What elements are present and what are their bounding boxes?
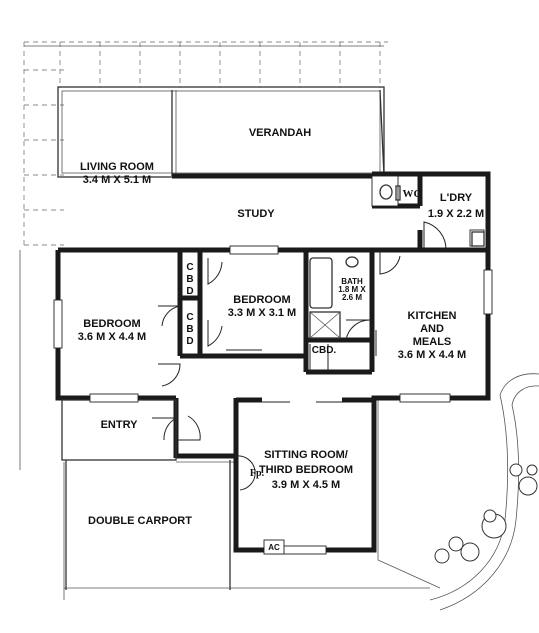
laundry-size: 1.9 X 2.2 M bbox=[428, 208, 484, 220]
cbd-2-d: D bbox=[186, 336, 193, 347]
carport-label: DOUBLE CARPORT bbox=[88, 515, 192, 527]
cbd-2-c: C bbox=[186, 312, 193, 323]
sitting-room-label-2: THIRD BEDROOM bbox=[259, 464, 353, 476]
kitchen-size: 3.6 M X 4.4 M bbox=[398, 349, 466, 361]
laundry-label: L'DRY bbox=[440, 192, 473, 204]
cbd-2-b: B bbox=[186, 324, 193, 335]
fixtures bbox=[309, 184, 485, 339]
wc-label: WC bbox=[403, 188, 422, 200]
cbd-3-label: CBD. bbox=[312, 345, 337, 356]
toilet bbox=[379, 184, 393, 200]
kitchen-label-2: AND bbox=[420, 323, 444, 335]
cbd-1-c: C bbox=[186, 262, 193, 273]
kitchen-label-1: KITCHEN bbox=[408, 310, 457, 322]
sitting-room-label-1: SITTING ROOM/ bbox=[264, 449, 348, 461]
entry-walls bbox=[61, 399, 231, 590]
cbd-1-b: B bbox=[186, 274, 193, 285]
cbd-1-d: D bbox=[186, 286, 193, 297]
room-labels: VERANDAH LIVING ROOM 3.4 M X 5.1 M STUDY… bbox=[78, 127, 484, 555]
shower bbox=[309, 311, 341, 339]
kitchen-label-3: MEALS bbox=[413, 336, 452, 348]
bedroom-1-label: BEDROOM bbox=[83, 318, 140, 330]
laundry-tub bbox=[471, 231, 485, 247]
bath-size-2: 2.6 M bbox=[342, 293, 362, 302]
ac-label: AC bbox=[268, 543, 280, 552]
sitting-room-size: 3.9 M X 4.5 M bbox=[272, 479, 340, 491]
site-lines bbox=[19, 250, 539, 611]
bath-label: BATH bbox=[341, 277, 363, 286]
bedroom-2-label: BEDROOM bbox=[233, 294, 290, 306]
verandah-label: VERANDAH bbox=[249, 127, 311, 139]
windows bbox=[53, 175, 493, 555]
basin bbox=[345, 256, 359, 268]
living-room-size: 3.4 M X 5.1 M bbox=[83, 174, 151, 186]
study-label: STUDY bbox=[237, 208, 275, 220]
bath-size-1: 1.8 M X bbox=[338, 285, 366, 294]
doors bbox=[152, 221, 447, 491]
entry-label: ENTRY bbox=[101, 419, 139, 431]
pergola-outline bbox=[23, 41, 388, 248]
bedroom-1-size: 3.6 M X 4.4 M bbox=[78, 331, 146, 343]
bedroom-2-size: 3.3 M X 3.1 M bbox=[228, 307, 296, 319]
fireplace-label: Fp. bbox=[250, 468, 265, 479]
shrubs bbox=[434, 463, 538, 564]
bathtub bbox=[309, 257, 333, 309]
living-room-label: LIVING ROOM bbox=[80, 161, 154, 173]
